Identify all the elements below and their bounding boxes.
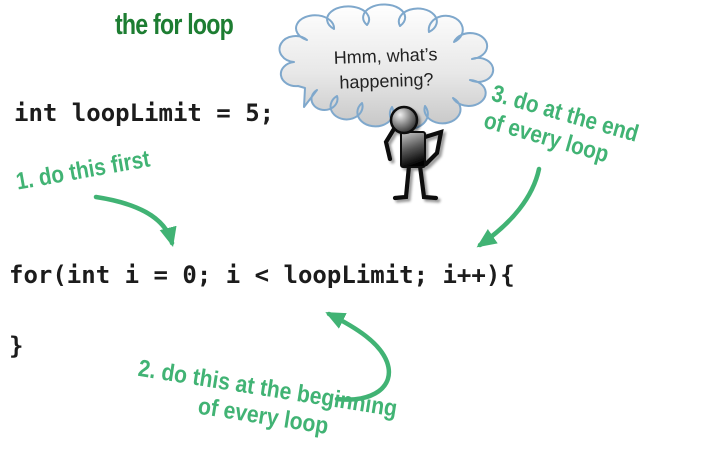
- code-for-statement: for(int i = 0; i < loopLimit; i++){: [9, 261, 515, 289]
- code-closing-brace: }: [9, 332, 24, 360]
- page-title: the for loop: [115, 9, 234, 41]
- code-declaration: int loopLimit = 5;: [14, 99, 275, 127]
- curved-arrow-down-icon: [93, 194, 177, 248]
- curved-arrow-up-left-icon: [325, 311, 391, 402]
- thought-cloud-icon: [278, 3, 495, 130]
- curved-arrow-down-left-icon: [476, 166, 542, 248]
- thinking-person-icon: [383, 105, 444, 201]
- thought-bubble-text: Hmm, what’s happening?: [307, 41, 465, 96]
